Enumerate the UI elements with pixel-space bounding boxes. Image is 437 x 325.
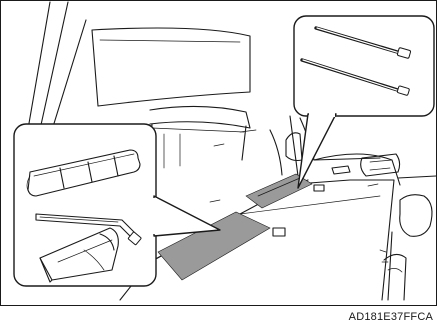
callout-box xyxy=(14,124,156,286)
figure-code: AD181E37FFCA xyxy=(349,311,433,323)
callout-box xyxy=(294,16,434,116)
